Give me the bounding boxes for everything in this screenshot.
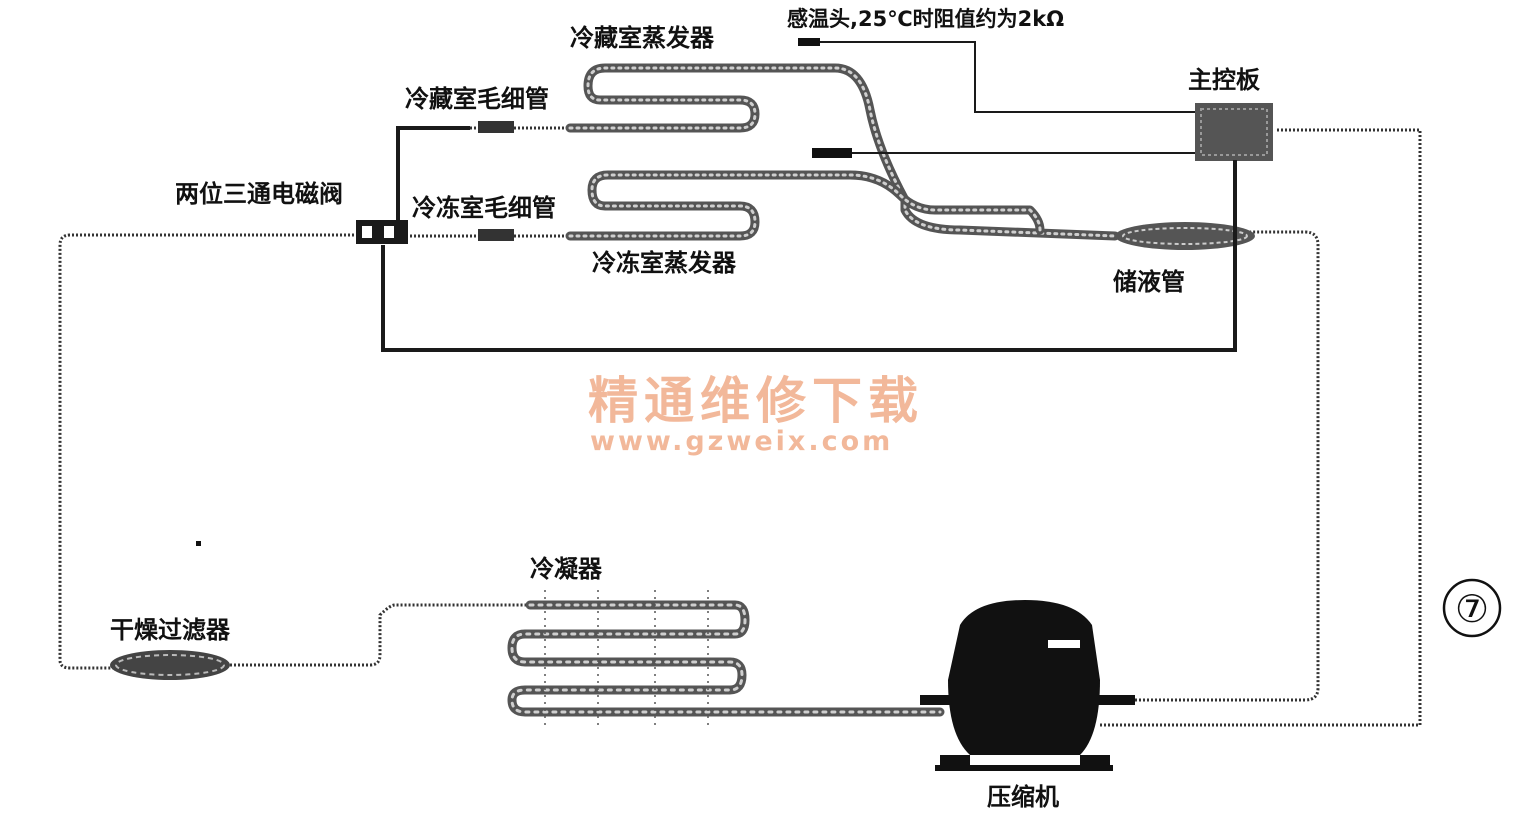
svg-text:⑦: ⑦: [1455, 587, 1489, 631]
label-filter-drier: 干燥过滤器: [110, 616, 231, 644]
main-control-board: [1195, 103, 1273, 161]
label-freezer-evaporator: 冷冻室蒸发器: [592, 249, 737, 277]
freezer-capillary: [410, 229, 570, 241]
compressor: [920, 600, 1135, 771]
stray-dot: [196, 541, 201, 546]
filter-to-condenser-pipe: [230, 603, 530, 667]
watermark-url: www.gzweix.com: [590, 426, 893, 457]
condenser: [507, 590, 945, 725]
label-fridge-evaporator: 冷藏室蒸发器: [570, 24, 715, 52]
filter-drier: [110, 650, 230, 680]
label-main-board: 主控板: [1188, 66, 1261, 94]
watermark-title: 精通维修下载: [588, 372, 924, 430]
label-accumulator: 储液管: [1113, 268, 1185, 296]
liquid-line-left: [58, 233, 370, 670]
valve-to-fridge-pipe: [396, 126, 470, 220]
label-condenser: 冷凝器: [530, 555, 603, 583]
solenoid-valve: [356, 220, 408, 244]
fridge-capillary: [470, 121, 570, 133]
label-freezer-capillary: 冷冻室毛细管: [412, 194, 556, 222]
label-solenoid-valve: 两位三通电磁阀: [175, 180, 343, 208]
suction-line: [1135, 230, 1320, 702]
label-fridge-capillary: 冷藏室毛细管: [405, 85, 549, 113]
label-sensor: 感温头,25℃时阻值约为2kΩ: [787, 7, 1064, 31]
accumulator-tube: [1115, 222, 1255, 250]
temperature-sensor: [798, 38, 1195, 158]
board-power-wire: [1100, 128, 1422, 727]
bypass-pipe: [381, 160, 1237, 352]
figure-number: ⑦: [1442, 578, 1502, 638]
freezer-evaporator: [565, 170, 1045, 241]
label-compressor: 压缩机: [987, 783, 1059, 811]
